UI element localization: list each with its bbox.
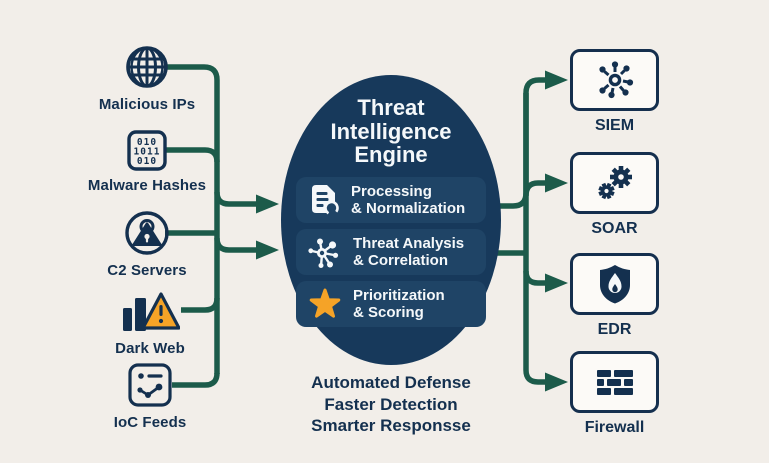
stage-label-line: & Correlation (353, 252, 449, 269)
ioc-feed-icon (128, 363, 172, 407)
stage-label-line: Processing (351, 183, 432, 200)
destination-box (570, 152, 659, 214)
binary-row: 010 (137, 156, 157, 167)
destination-edr: EDR (570, 253, 659, 339)
destination-box (570, 351, 659, 413)
stage-label-line: & Scoring (353, 304, 424, 321)
destination-label: EDR (597, 321, 632, 338)
hub-network-icon (598, 61, 633, 99)
source-malware-hashes: 010 1011 010 Malware Hashes (77, 130, 217, 194)
destination-box (570, 49, 659, 111)
destination-label: Firewall (584, 419, 645, 436)
stage-label: Prioritization & Scoring (353, 287, 445, 321)
source-arrow-lines (165, 64, 257, 388)
correlation-network-icon (308, 238, 339, 268)
source-dark-web: Dark Web (80, 288, 220, 357)
user-lock-icon (125, 211, 169, 255)
source-c2-servers: C2 Servers (77, 210, 217, 279)
source-label: IoC Feeds (113, 414, 187, 431)
destination-soar: SOAR (570, 152, 659, 238)
stage-label: Threat Analysis & Correlation (353, 235, 464, 269)
source-label: Malicious IPs (98, 96, 196, 113)
source-arrowheads (256, 194, 279, 260)
source-label: Malware Hashes (87, 177, 207, 194)
outcome-line: Automated Defense (311, 373, 471, 392)
destination-arrowheads (545, 70, 568, 392)
gears-icon (597, 166, 632, 200)
shield-flame-icon (599, 265, 630, 304)
engine-title-line: Engine (354, 142, 428, 167)
star-icon (309, 288, 341, 318)
bar-chart-warning-icon (123, 292, 180, 331)
stage-threat-analysis-correlation: Threat Analysis & Correlation (296, 229, 486, 275)
binary-row: 1011 (134, 147, 161, 158)
binary-hash-icon: 010 1011 010 (127, 130, 167, 171)
brick-wall-icon (596, 370, 633, 395)
engine-title-line: Intelligence (330, 118, 452, 144)
stage-label-line: & Normalization (351, 200, 466, 217)
engine-title: Threat Intelligence Engine (281, 96, 501, 167)
source-malicious-ips: Malicious IPs (77, 44, 217, 113)
outcome-line: Faster Detection (324, 394, 458, 414)
source-label: Dark Web (115, 340, 185, 357)
document-sync-icon (312, 185, 339, 216)
stage-prioritization-scoring: Prioritization & Scoring (296, 281, 486, 327)
destination-label: SOAR (591, 220, 638, 237)
destination-firewall: Firewall (570, 351, 659, 437)
binary-row: 010 (137, 137, 157, 148)
source-label: C2 Servers (107, 262, 187, 279)
source-ioc-feeds: IoC Feeds (80, 362, 220, 431)
stage-processing-normalization: Processing & Normalization (296, 177, 486, 223)
destination-arrow-lines (497, 77, 546, 385)
stage-label-line: Threat Analysis (353, 235, 465, 252)
destination-siem: SIEM (570, 49, 659, 135)
destination-box (570, 253, 659, 315)
outcome-line: Smarter Responsse (311, 416, 471, 435)
engine-title-line: Threat (357, 95, 425, 120)
stage-label-line: Prioritization (353, 287, 445, 304)
stage-label: Processing & Normalization (351, 183, 465, 217)
globe-icon (126, 46, 168, 88)
engine-outcomes: Automated Defense Faster Detection Smart… (266, 372, 516, 437)
destination-label: SIEM (594, 117, 635, 134)
